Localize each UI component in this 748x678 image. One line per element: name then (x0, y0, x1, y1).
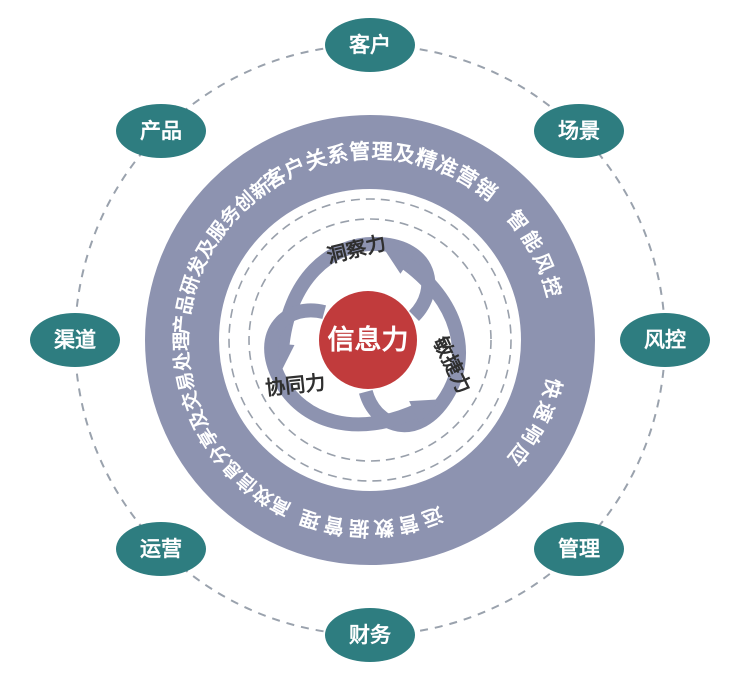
node-oval (620, 313, 710, 367)
node-oval (325, 18, 415, 72)
node-finance: 财务 (325, 608, 415, 662)
node-scenario: 场景 (534, 104, 624, 158)
node-label: 产品 (140, 119, 182, 143)
node-oval (30, 313, 120, 367)
node-label: 管理 (558, 537, 600, 561)
node-label: 运营 (140, 537, 182, 561)
node-channel: 渠道 (30, 313, 120, 367)
node-label: 财务 (349, 623, 392, 647)
node-product: 产品 (116, 104, 206, 158)
force-label-agility: 敏捷力 (428, 332, 476, 397)
node-risk-control: 风控 (620, 313, 710, 367)
force-label-insight: 洞察力 (324, 230, 388, 268)
node-operations: 运营 (116, 522, 206, 576)
node-customer: 客户 (325, 18, 415, 72)
node-label: 客户 (349, 33, 391, 57)
node-oval (325, 608, 415, 662)
center-label: 信息力 (328, 324, 409, 356)
node-label: 风控 (644, 328, 686, 352)
center-circle (319, 291, 417, 389)
node-oval (116, 104, 206, 158)
ring-band (145, 115, 595, 565)
node-label: 场景 (558, 119, 600, 143)
force-label-collaboration: 协同力 (264, 370, 326, 400)
node-oval (534, 104, 624, 158)
node-management: 管理 (534, 522, 624, 576)
node-oval (534, 522, 624, 576)
cycle-arrows (255, 236, 495, 463)
inner-dashed-circle-inner (248, 218, 492, 462)
inner-dashed-circle-outer (228, 198, 512, 482)
node-oval (116, 522, 206, 576)
node-label: 渠道 (54, 328, 96, 352)
